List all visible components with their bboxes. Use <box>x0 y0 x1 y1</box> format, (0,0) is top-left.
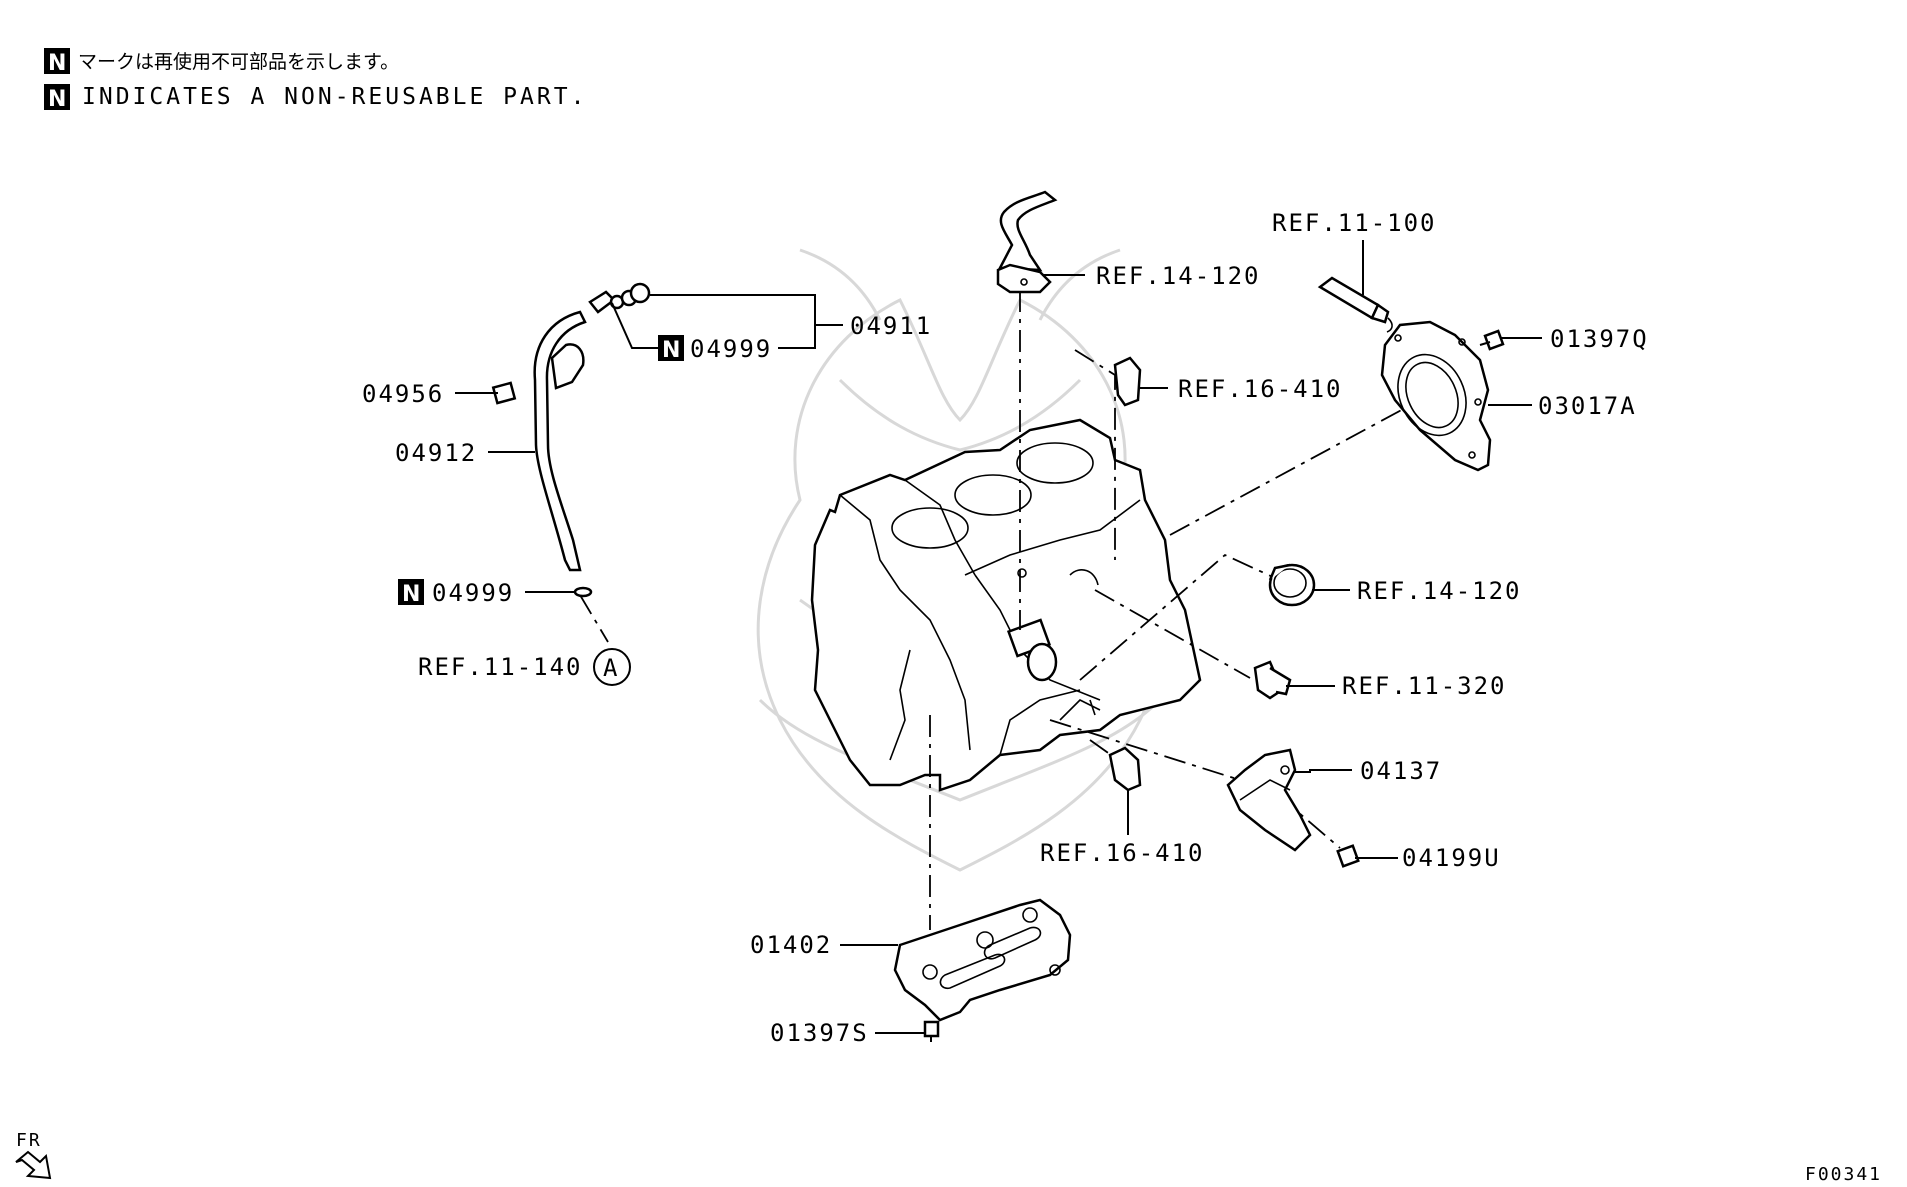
legend-japanese-line: N マークは再使用不可部品を示します。 <box>44 48 399 76</box>
oil-level-gauge-assembly <box>491 282 651 598</box>
front-direction-indicator: FR <box>15 1130 52 1180</box>
label-ref-14-120-right: REF.14-120 <box>1357 577 1522 605</box>
badge-letter: N <box>402 582 420 607</box>
oil-pipe-top <box>996 190 1058 294</box>
sensor-bottom <box>1108 746 1142 792</box>
plug-right <box>1268 563 1316 607</box>
bolt-04199U <box>1336 844 1360 868</box>
label-01397Q: 01397Q <box>1550 325 1649 353</box>
figure-code: F00341 <box>1805 1164 1882 1185</box>
label-ref-11-140: REF.11-140 <box>418 653 583 681</box>
fr-arrow-icon <box>15 1150 52 1180</box>
marker-letter: A <box>603 654 619 682</box>
label-04999-top: 04999 <box>690 335 772 363</box>
stiffener-plate-01402 <box>893 898 1072 1022</box>
badge-letter: N <box>48 51 66 76</box>
label-01402: 01402 <box>750 931 832 959</box>
fr-label: FR <box>16 1130 42 1151</box>
label-ref-11-100: REF.11-100 <box>1272 209 1437 237</box>
badge-letter: N <box>48 87 66 112</box>
non-reusable-badge <box>658 335 684 361</box>
non-reusable-badge <box>44 84 70 110</box>
cylinder-block <box>810 418 1202 792</box>
marker-circle <box>593 648 631 686</box>
leader-lines <box>455 240 1542 1034</box>
label-04911: 04911 <box>850 312 932 340</box>
label-03017A: 03017A <box>1538 392 1637 420</box>
callout-labels: REF.11-100 REF.14-120 REF.16-410 01397Q … <box>362 209 1649 1047</box>
sensor-top <box>1113 356 1142 407</box>
label-04199U: 04199U <box>1402 844 1501 872</box>
sealant-tube <box>1317 276 1393 333</box>
label-04956: 04956 <box>362 380 444 408</box>
label-ref-16-410-top: REF.16-410 <box>1178 375 1343 403</box>
label-ref-14-120-top: REF.14-120 <box>1096 262 1261 290</box>
legend-english-line: N INDICATES A NON-REUSABLE PART. <box>44 84 587 112</box>
non-reusable-badge <box>44 48 70 74</box>
bolt-01397S <box>923 1020 940 1042</box>
label-ref-11-320: REF.11-320 <box>1342 672 1507 700</box>
label-ref-16-410-bottom: REF.16-410 <box>1040 839 1205 867</box>
legend-english-text: INDICATES A NON-REUSABLE PART. <box>82 84 587 110</box>
non-reusable-badge <box>398 579 424 605</box>
bolt-01397Q <box>1479 329 1505 351</box>
sensor-11-320 <box>1253 660 1292 700</box>
oil-seal-retainer <box>1380 320 1492 472</box>
badge-letter: N <box>662 338 680 363</box>
label-01397S: 01397S <box>770 1019 869 1047</box>
legend-japanese-text: マークは再使用不可部品を示します。 <box>78 51 399 73</box>
baffle-plate-04137 <box>1226 748 1312 852</box>
label-04999-bottom: 04999 <box>432 579 514 607</box>
label-04137: 04137 <box>1360 757 1442 785</box>
label-04912: 04912 <box>395 439 477 467</box>
